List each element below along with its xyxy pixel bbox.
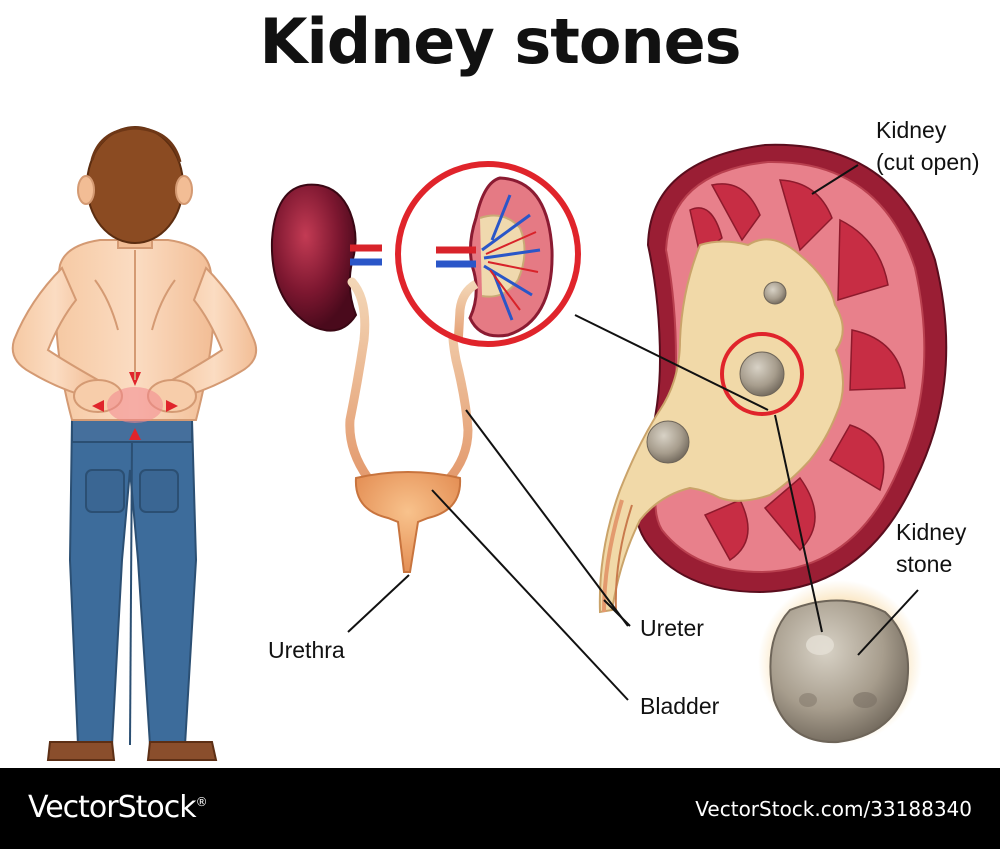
label-kidney-cut-open: Kidney (cut open) [876,116,980,176]
leader-lines [347,164,919,701]
label-ureter: Ureter [640,615,704,641]
pain-arrow-right [166,400,178,412]
man-figure [11,126,258,761]
bladder-shape [354,471,462,573]
right-arm [170,266,258,400]
footer-brand-mark: ® [195,795,208,809]
zoom-circle-kidney [395,161,581,347]
illustration [11,126,948,761]
label-stone-line2: stone [896,551,953,577]
label-kidney-line2: (cut open) [876,149,980,175]
footer-brand: VectorStock® [28,790,208,825]
pain-arrow-down [129,428,141,440]
renal-pelvis [598,238,844,614]
label-stone-line1: Kidney [896,519,967,545]
footer-brand-name: VectorStock [28,790,197,825]
footer-credit: VectorStock.com/33188340 [695,797,972,821]
kidney-stone-closeup [758,580,922,744]
urinary-system [270,183,473,573]
stone-center [739,351,785,397]
left-shoe [46,741,116,761]
left-arm [11,266,100,400]
label-kidney-line1: Kidney [876,117,947,143]
label-kidney-stone: Kidney stone [896,518,966,578]
page-title: Kidney stones [259,5,741,78]
stone-highlight-ring [720,332,804,416]
left-ureter [345,277,373,483]
right-shoe [146,741,218,761]
stone-small-top [763,281,787,305]
cut-open-kidney [598,143,948,614]
stone-left [646,420,690,464]
label-urethra: Urethra [268,637,345,663]
pain-arrow-left [92,400,104,412]
watermark-footer: VectorStock® VectorStock.com/33188340 [0,768,1000,849]
label-bladder: Bladder [640,693,720,719]
zoom-ring [395,161,581,347]
left-kidney [270,183,358,332]
jeans [68,419,198,746]
head-hair [86,126,184,244]
